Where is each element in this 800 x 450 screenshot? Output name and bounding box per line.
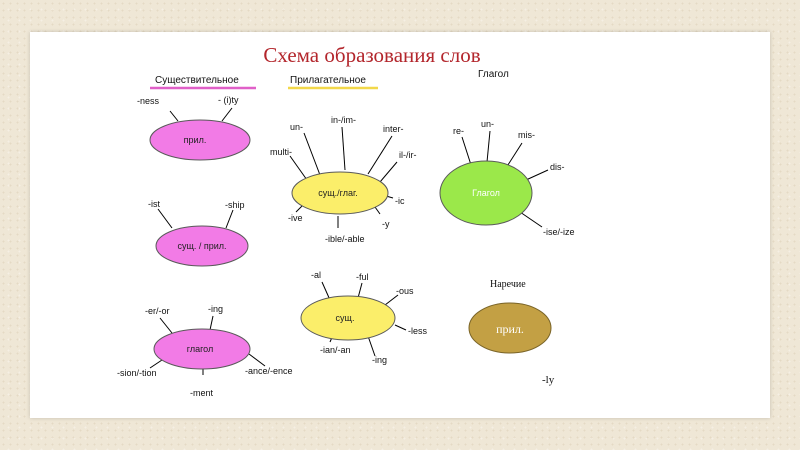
heading-adverb: Наречие <box>490 279 526 290</box>
node-label: прил. <box>496 322 524 336</box>
node-verb: Глагол re- un- mis- dis- -ise/-ize <box>439 119 575 237</box>
suffix-label: -ness <box>137 96 160 106</box>
node-label: сущ./глаг. <box>318 188 357 198</box>
suffix-label: -ship <box>225 200 245 210</box>
suffix-label: multi- <box>270 147 292 157</box>
suffix-label: -al <box>311 270 321 280</box>
suffix-label: re- <box>453 126 464 136</box>
node-adj-from-noun-verb: сущ./глаг. un- in-/im- inter- multi- il-… <box>270 115 417 244</box>
heading-noun: Существительное <box>155 75 239 86</box>
node-label: прил. <box>184 135 207 145</box>
node-noun-from-noun-adj: сущ. / прил. -ist -ship <box>148 199 249 267</box>
suffix-label: -ing <box>372 355 387 365</box>
heading-adjective: Прилагательное <box>290 75 366 86</box>
suffix-label: inter- <box>383 124 404 134</box>
suffix-label: -less <box>408 326 428 336</box>
suffix-label: -ible/-able <box>325 234 365 244</box>
node-noun-from-verb: глагол -er/-or -ing -sion/-tion -ment -a… <box>117 304 293 398</box>
suffix-label: -ic <box>395 196 405 206</box>
suffix-label: -er/-or <box>145 306 170 316</box>
suffix-label: -ment <box>190 388 214 398</box>
suffix-label: -ise/-ize <box>543 227 575 237</box>
heading-verb: Глагол <box>478 69 509 80</box>
node-adj-from-noun: сущ. -al -ful -ous -less -ian/-an -ing <box>300 270 428 365</box>
suffix-label: mis- <box>518 130 535 140</box>
node-label: глагол <box>187 344 214 354</box>
suffix-label: il-/ir- <box>399 150 417 160</box>
suffix-label: -y <box>382 219 390 229</box>
suffix-label: -ly <box>542 374 555 386</box>
slide <box>30 32 770 418</box>
suffix-label: dis- <box>550 162 565 172</box>
suffix-label: - (i)ty <box>218 95 239 105</box>
node-noun-adj: прил. -ness - (i)ty <box>137 95 251 161</box>
suffix-label: -ist <box>148 199 160 209</box>
node-label: Глагол <box>472 188 500 198</box>
suffix-label: -ing <box>208 304 223 314</box>
suffix-label: -ian/-an <box>320 345 351 355</box>
suffix-label: -ful <box>356 272 369 282</box>
suffix-label: -sion/-tion <box>117 368 157 378</box>
suffix-label: in-/im- <box>331 115 356 125</box>
diagram-title: Схема образования слов <box>263 43 480 67</box>
suffix-label: -ive <box>288 213 303 223</box>
suffix-label: -ance/-ence <box>245 366 293 376</box>
suffix-label: -ous <box>396 286 414 296</box>
node-label: сущ. / прил. <box>177 241 226 251</box>
node-adverb: прил. -ly <box>468 302 555 386</box>
suffix-label: un- <box>290 122 303 132</box>
node-label: сущ. <box>336 313 355 323</box>
suffix-label: un- <box>481 119 494 129</box>
